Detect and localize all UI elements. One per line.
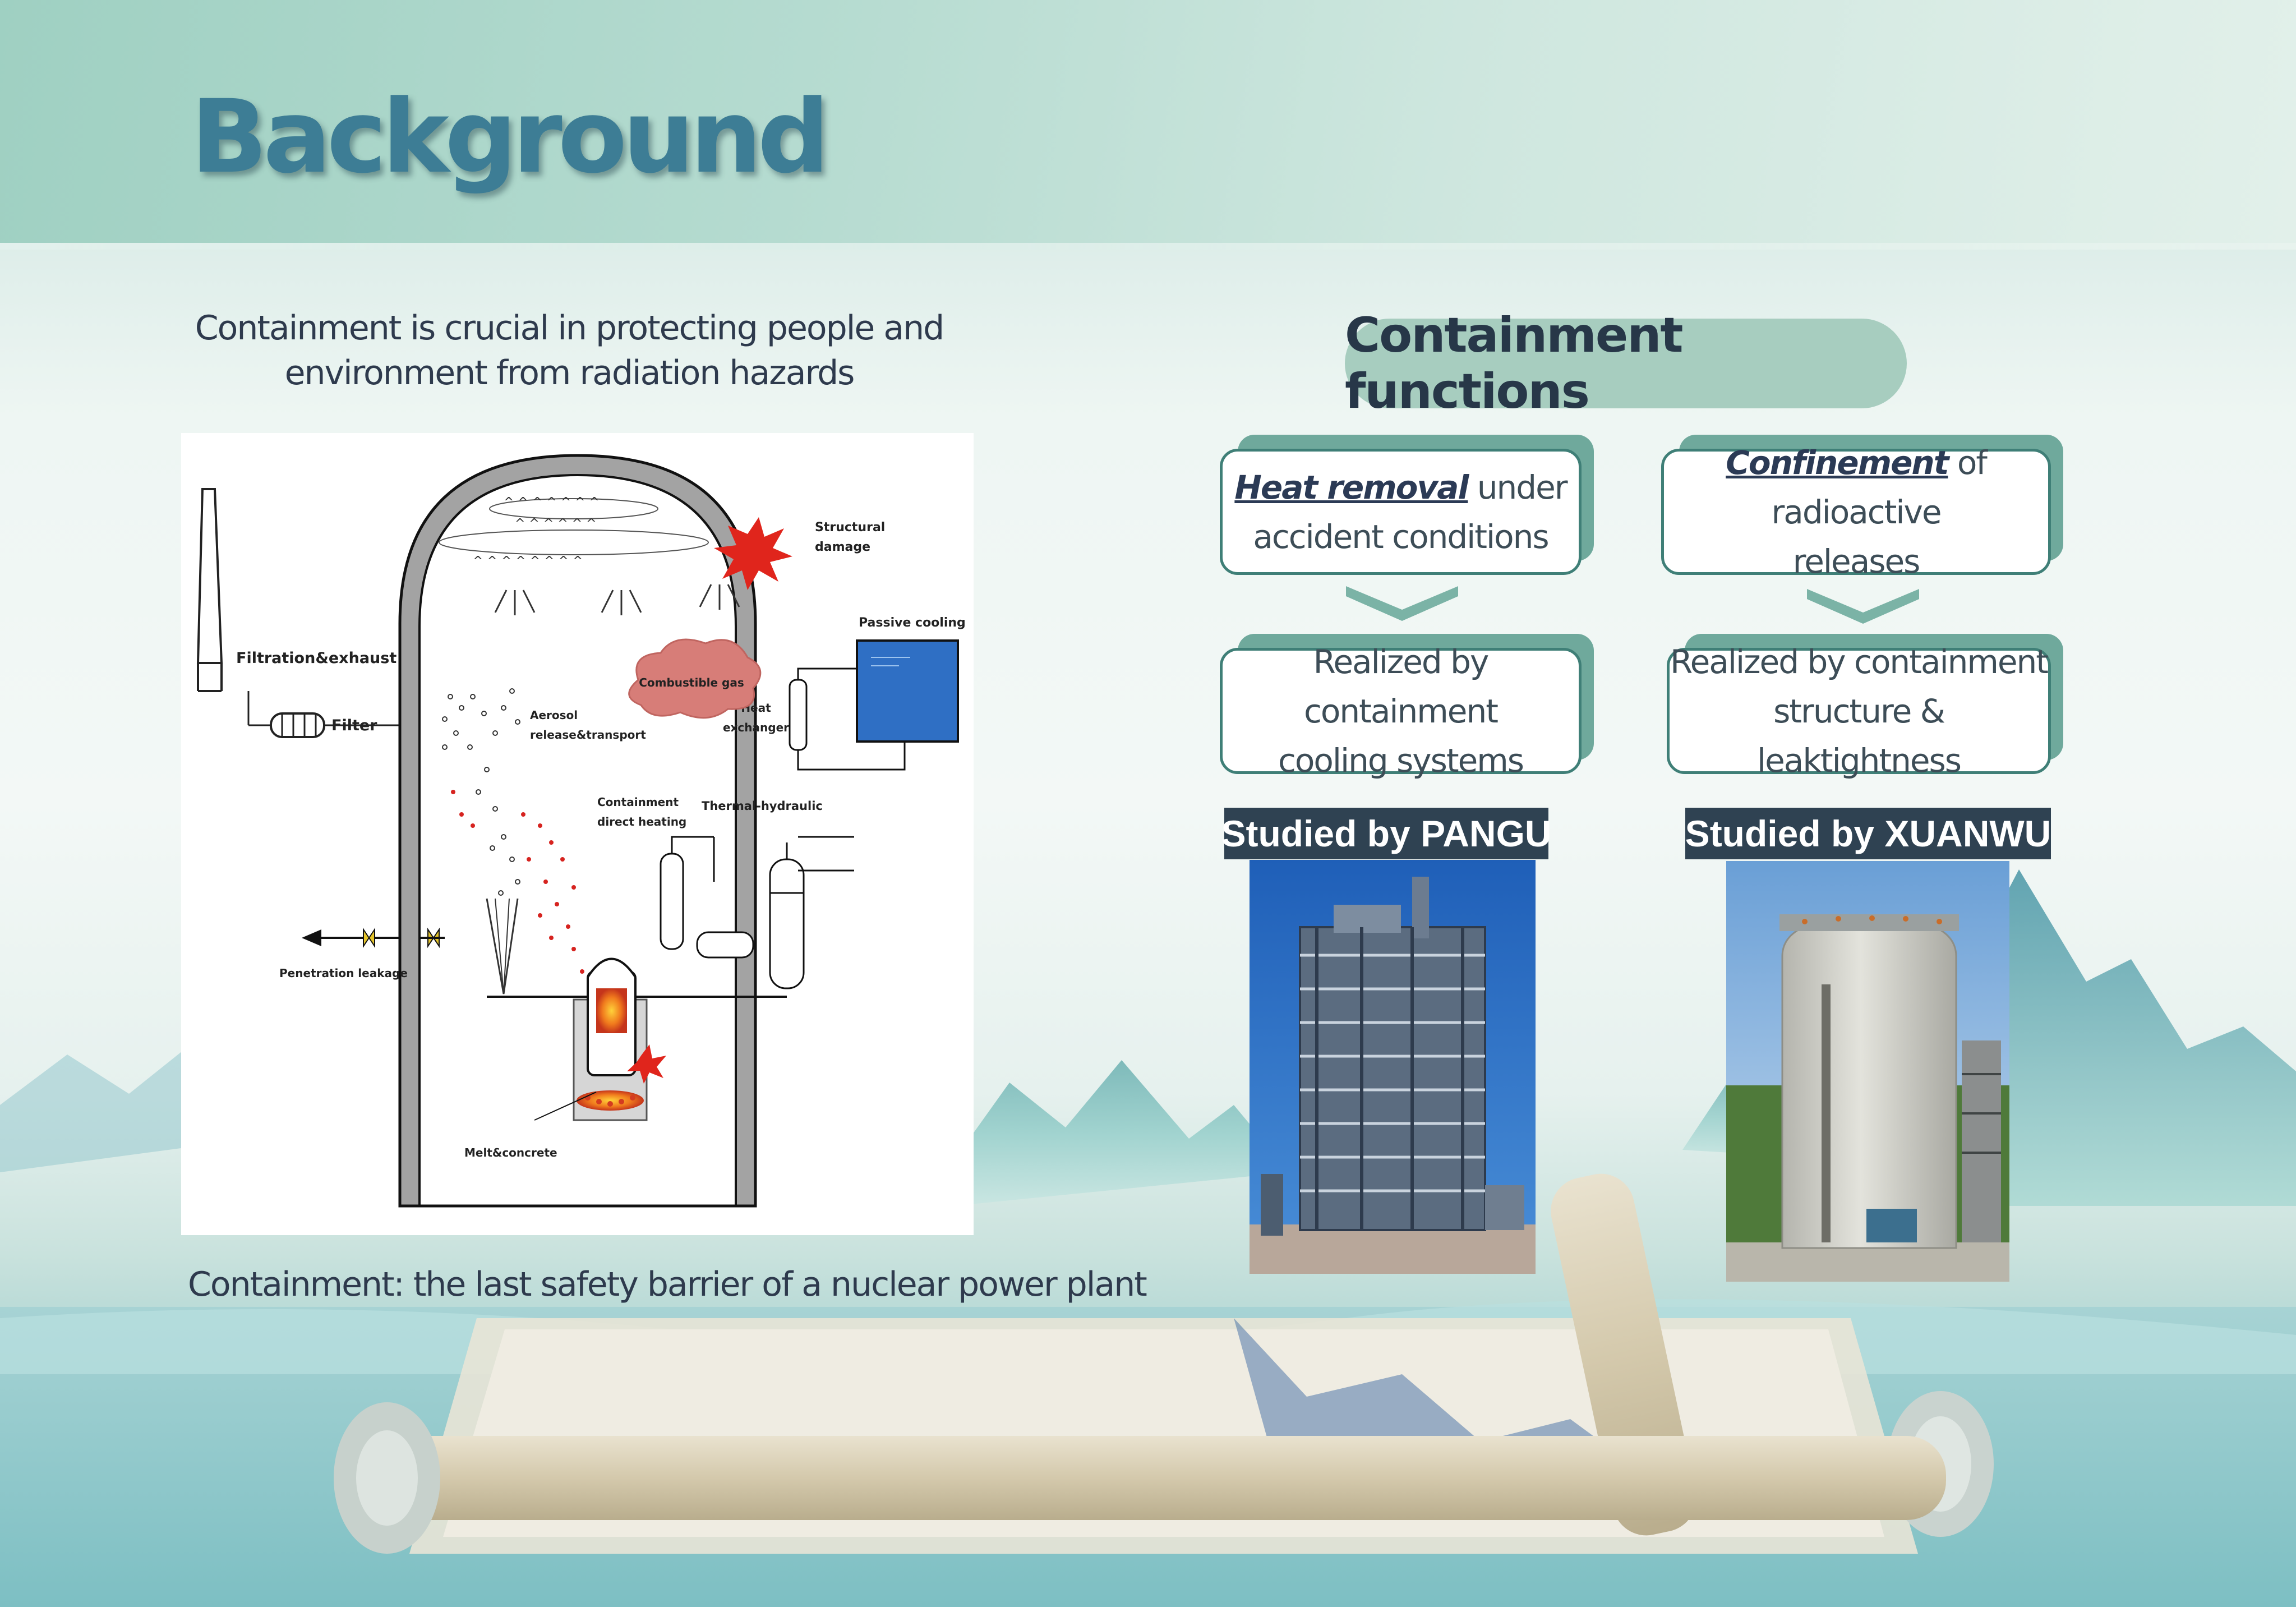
confinement-emphasis: Confinement — [1726, 443, 1949, 482]
label-combustible: Combustible gas — [639, 676, 744, 689]
landscape-illustration — [0, 869, 2296, 1607]
title-band — [0, 0, 2296, 250]
heat-removal-emphasis: Heat removal — [1234, 468, 1469, 506]
structure-line-2: structure & leaktightness — [1757, 692, 1962, 780]
chevron-down-icon — [1346, 586, 1458, 621]
pump-tank — [696, 931, 754, 959]
label-cdh-1: Containment — [597, 795, 679, 809]
damage-burst — [714, 517, 792, 590]
pressurizer — [660, 853, 684, 950]
subtitle-line-2: environment from radiation hazards — [284, 353, 855, 393]
label-structural: Structural — [815, 521, 885, 535]
containment-diagram: ^ ^ ^ ^ ^ ^ ^ ^ ^ ^ ^ ^ ^ ^ ^ ^ ^ ^ ^ ^ … — [181, 433, 974, 1235]
studied-by-xuanwu-banner: Studied by XUANWU — [1685, 808, 2051, 859]
confinement-card: Confinement of radioactive releases — [1661, 435, 2063, 581]
cooling-tank — [856, 639, 959, 743]
confinement-rest: of radioactive — [1771, 443, 1987, 531]
label-penetration: Penetration leakage — [279, 966, 408, 980]
containment-subtitle: Containment is crucial in protecting peo… — [168, 306, 970, 395]
svg-text:^ ^ ^ ^ ^ ^: ^ ^ ^ ^ ^ ^ — [515, 517, 597, 531]
confinement-line-2: releases — [1792, 542, 1921, 581]
page-title: Background — [191, 79, 829, 196]
structure-line-1: Realized by containment — [1670, 642, 2049, 681]
label-release: release&transport — [530, 728, 646, 742]
label-filtration: Filtration&exhaust — [236, 650, 397, 667]
molten-pool — [577, 1090, 644, 1111]
studied-by-pangu-banner: Studied by PANGU — [1221, 808, 1552, 859]
structure-card: Realized by containment structure & leak… — [1667, 634, 2063, 780]
heat-removal-rest: under — [1468, 468, 1568, 506]
label-aerosol: Aerosol — [530, 708, 578, 722]
label-melt: Melt&concrete — [464, 1146, 557, 1159]
heat-exchanger — [789, 679, 808, 751]
exhaust-stack — [196, 488, 223, 664]
reactor-core — [596, 988, 627, 1033]
combustible-gas-cloud — [628, 638, 762, 719]
svg-text:^ ^ ^ ^ ^ ^ ^: ^ ^ ^ ^ ^ ^ ^ — [504, 495, 600, 509]
pangu-facility-photo — [1250, 860, 1536, 1274]
svg-text:^ ^ ^ ^ ^ ^ ^ ^: ^ ^ ^ ^ ^ ^ ^ ^ — [473, 554, 583, 568]
subtitle-line-1: Containment is crucial in protecting peo… — [195, 308, 945, 348]
valve-outer — [363, 927, 375, 948]
chevron-down-icon — [1807, 589, 1919, 624]
containment-caption: Containment: the last safety barrier of … — [188, 1265, 1147, 1304]
cooling-line-2: cooling systems — [1278, 741, 1524, 780]
label-cdh-2: direct heating — [597, 815, 686, 828]
cooling-systems-card: Realized by containment cooling systems — [1220, 634, 1594, 780]
heat-removal-line-2: accident conditions — [1253, 517, 1549, 556]
label-thermal-hydraulic: Thermal-hydraulic — [702, 799, 823, 813]
label-damage: damage — [815, 540, 870, 554]
steam-generator — [769, 858, 805, 989]
heat-removal-card: Heat removal under accident conditions — [1220, 435, 1594, 575]
containment-schematic: ^ ^ ^ ^ ^ ^ ^ ^ ^ ^ ^ ^ ^ ^ ^ ^ ^ ^ ^ ^ … — [196, 454, 966, 1208]
xuanwu-facility-photo — [1726, 861, 2009, 1282]
label-exchanger: exchanger — [723, 721, 789, 734]
containment-functions-title: Containment functions — [1345, 307, 1907, 420]
label-filter: Filter — [331, 717, 377, 734]
label-passive-cooling: Passive cooling — [859, 616, 966, 630]
cooling-line-1: Realized by containment — [1304, 642, 1499, 730]
